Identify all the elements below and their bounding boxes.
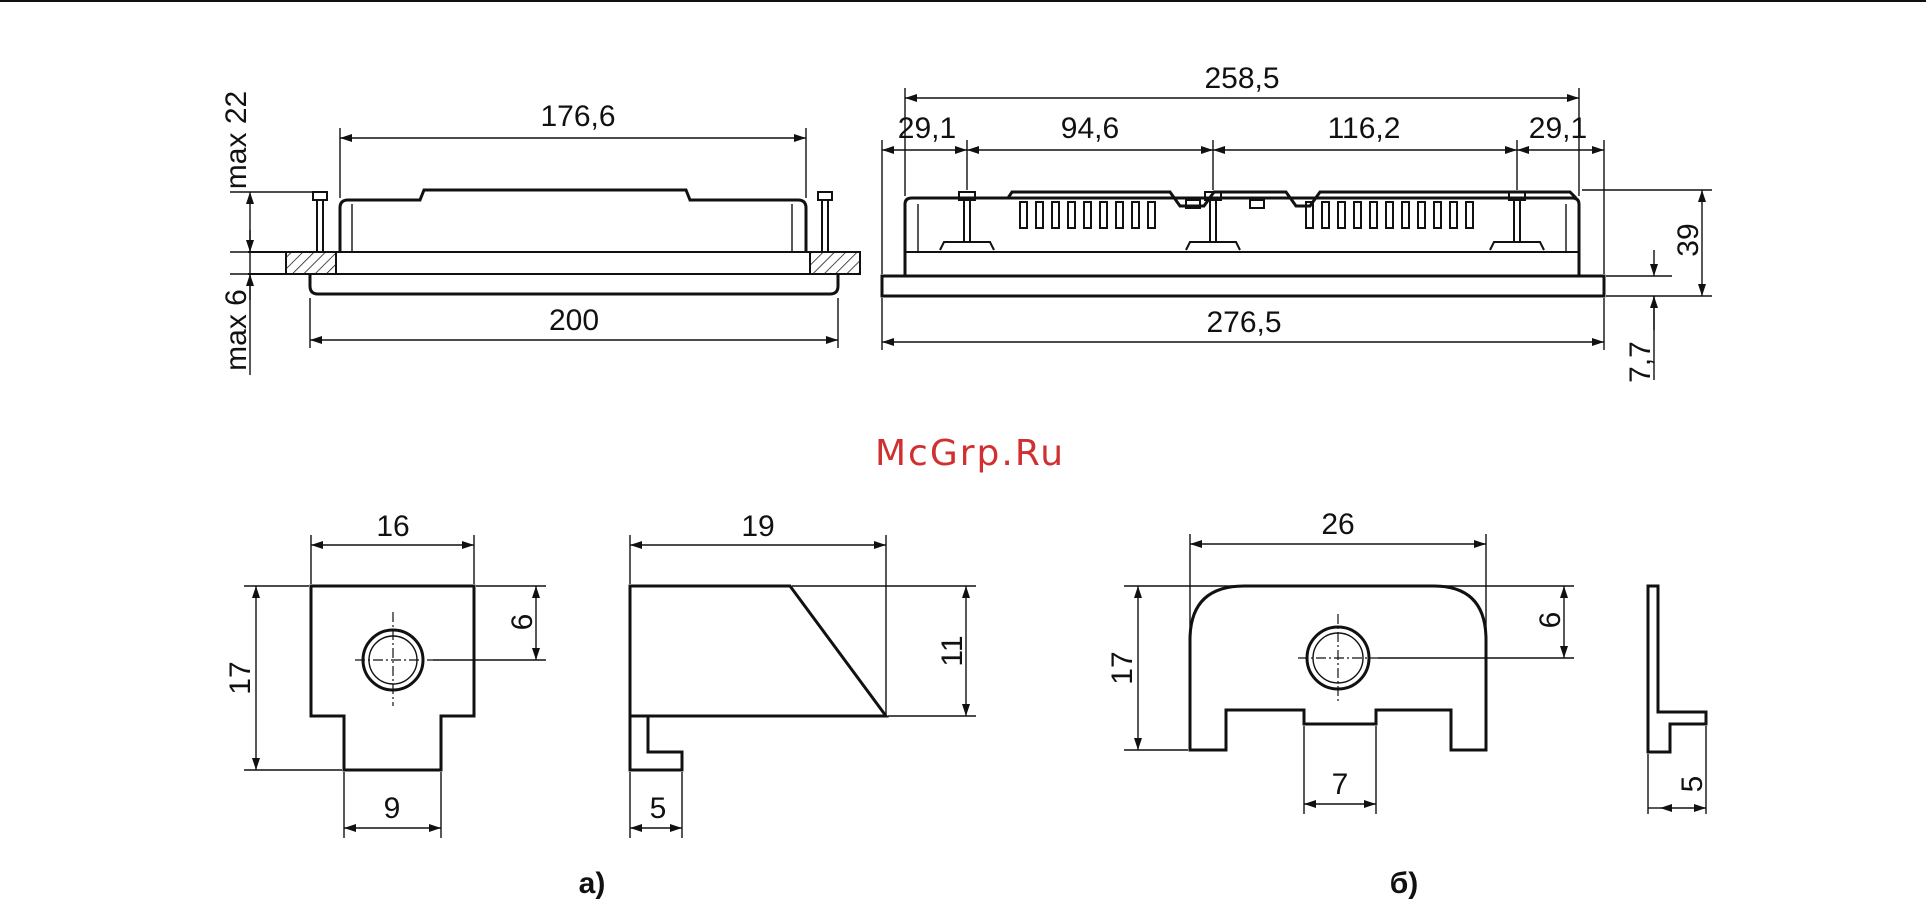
side-view-left: 176,6 200 max 22 max 6 [220,91,860,375]
dim-clamp-a-height: 17 [224,661,257,694]
dim-clamp-b-side-foot: 5 [1676,776,1709,793]
figure-label-b: б) [1390,867,1419,900]
dim-inner-width: 176,6 [540,100,615,133]
dim-clamp-a-width: 16 [376,510,409,543]
dim-clamp-a-hole: 6 [506,614,539,631]
dim-height: 39 [1672,223,1705,256]
dim-max-bottom: max 6 [220,289,253,371]
clamp-a-side-view: 19 11 5 [630,510,976,838]
panel-section-left [286,252,336,274]
dim-seg-3: 116,2 [1328,112,1401,145]
clamp-a-front-view: 16 17 6 9 [224,510,546,838]
dim-clamp-b-hole: 6 [1534,612,1567,629]
dim-clamp-a-side-height: 11 [936,635,969,666]
dim-clamp-b-notch: 7 [1332,768,1349,801]
dim-base-thickness: 7,7 [1624,341,1657,383]
dim-seg-1: 29,1 [898,112,956,145]
dim-seg-4: 29,1 [1529,112,1587,145]
figure-label-a: а) [579,867,606,900]
dim-clamp-a-tab: 9 [384,792,401,825]
dim-total-top: 258,5 [1204,62,1279,95]
ribs-right [1306,202,1473,228]
standoffs [940,192,1544,250]
dim-max-top: max 22 [220,91,253,189]
dim-total-bottom: 276,5 [1206,306,1281,339]
panel-section-right [810,252,860,274]
dim-clamp-a-side-width: 19 [741,510,774,543]
dim-outer-width: 200 [549,304,599,337]
dim-seg-2: 94,6 [1061,112,1119,145]
watermark: McGrp.Ru [875,433,1065,474]
clamp-b-side-view: 5 [1648,586,1709,814]
dim-clamp-b-width: 26 [1321,508,1354,541]
dim-clamp-a-side-foot: 5 [650,792,667,825]
dim-clamp-b-height: 17 [1106,651,1139,684]
clamp-b-front-view: 26 17 6 7 [1106,508,1574,814]
side-view-right: 258,5 29,1 94,6 116,2 29,1 276,5 39 7,7 [882,62,1712,383]
ribs-left [1020,202,1155,228]
